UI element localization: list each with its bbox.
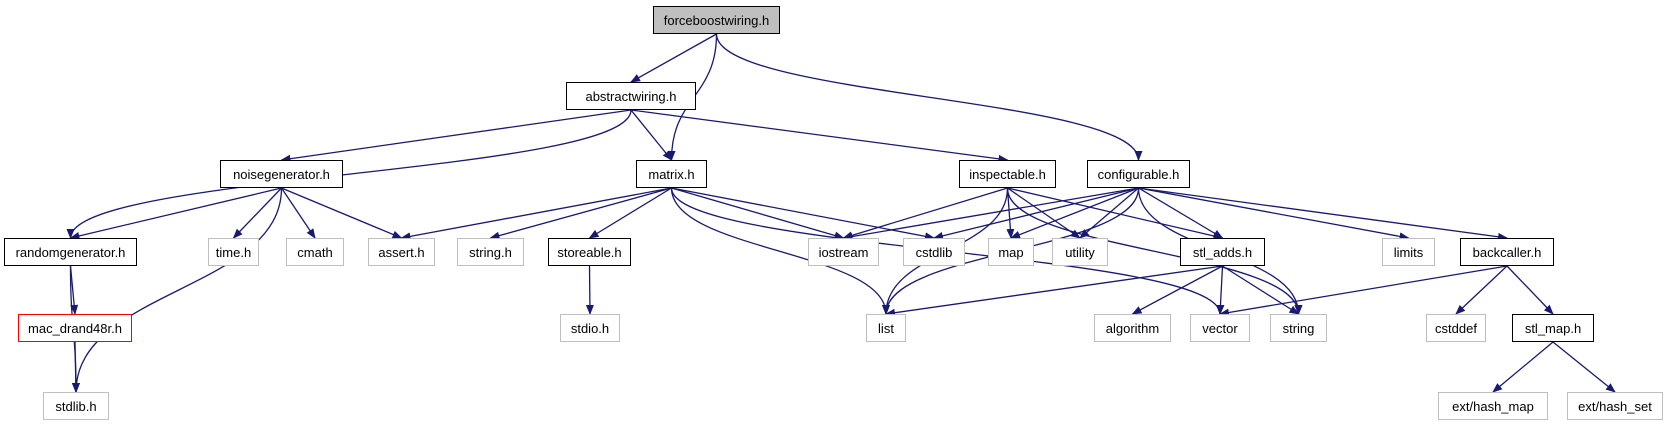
edge-noisegenerator-to-time: [232, 187, 282, 239]
node-matrix[interactable]: matrix.h: [636, 160, 707, 188]
node-configurable[interactable]: configurable.h: [1087, 160, 1190, 188]
node-stl-map[interactable]: stl_map.h: [1512, 314, 1594, 342]
node-stdlib: stdlib.h: [43, 392, 109, 420]
node-utility: utility: [1052, 238, 1108, 266]
node-cstddef: cstddef: [1426, 314, 1486, 342]
node-time: time.h: [208, 238, 259, 266]
edge-configurable-to-utility: [1079, 187, 1139, 239]
edge-configurable-to-map: [1010, 187, 1139, 239]
edge-stl-adds-to-algorithm: [1131, 265, 1223, 315]
node-limits: limits: [1382, 238, 1435, 266]
edge-randomgenerator-to-mac-drand48r: [69, 265, 79, 315]
edge-abstractwiring-to-matrix: [630, 109, 673, 161]
node-cmath: cmath: [286, 238, 344, 266]
edge-inspectable-to-map: [1006, 187, 1015, 239]
edge-matrix-to-string-h: [489, 187, 672, 240]
node-forceboostwiring[interactable]: forceboostwiring.h: [653, 6, 780, 34]
edge-abstractwiring-to-randomgenerator: [66, 109, 632, 239]
node-cstdlib: cstdlib: [903, 238, 965, 266]
node-list: list: [866, 314, 906, 342]
edge-inspectable-to-stl-adds: [1007, 187, 1224, 240]
edge-stl-map-to-ext-hash-map: [1492, 341, 1554, 393]
edge-stl-adds-to-vector: [1216, 265, 1225, 315]
edge-noisegenerator-to-randomgenerator: [69, 187, 282, 240]
edge-storeable-to-stdio: [585, 265, 594, 315]
node-stdio: stdio.h: [560, 314, 620, 342]
node-map: map: [988, 238, 1034, 266]
node-backcaller[interactable]: backcaller.h: [1460, 238, 1554, 266]
node-abstractwiring[interactable]: abstractwiring.h: [566, 82, 696, 110]
edge-noisegenerator-to-stdlib: [72, 187, 283, 393]
node-storeable[interactable]: storeable.h: [548, 238, 631, 266]
node-inspectable[interactable]: inspectable.h: [959, 160, 1056, 188]
edge-backcaller-to-vector: [1219, 265, 1508, 317]
edge-matrix-to-cstdlib: [671, 187, 935, 241]
edge-inspectable-to-string: [1006, 187, 1303, 315]
node-mac-drand48r: mac_drand48r.h: [18, 314, 132, 342]
node-ext-hash-set: ext/hash_set: [1567, 392, 1663, 420]
edge-matrix-to-list: [670, 187, 890, 315]
edge-configurable-to-stl-adds: [1138, 187, 1224, 239]
node-ext-hash-map: ext/hash_map: [1438, 392, 1548, 420]
node-iostream: iostream: [808, 238, 879, 266]
node-algorithm: algorithm: [1094, 314, 1171, 342]
node-randomgenerator[interactable]: randomgenerator.h: [4, 238, 137, 266]
edge-configurable-to-limits: [1138, 187, 1410, 241]
node-vector: vector: [1190, 314, 1250, 342]
edge-noisegenerator-to-cmath: [280, 187, 316, 239]
edges-layer: [66, 33, 1616, 393]
edge-matrix-to-iostream: [671, 187, 845, 240]
edge-configurable-to-backcaller: [1138, 187, 1508, 241]
edge-forceboostwiring-to-abstractwiring: [630, 33, 717, 83]
edge-noisegenerator-to-assert: [281, 187, 403, 239]
edge-backcaller-to-stl-map: [1506, 265, 1554, 315]
edge-backcaller-to-cstddef: [1455, 265, 1508, 315]
node-assert: assert.h: [368, 238, 435, 266]
edge-abstractwiring-to-inspectable: [630, 109, 1009, 163]
node-string-h: string.h: [457, 238, 524, 266]
edge-abstractwiring-to-noisegenerator: [280, 109, 632, 163]
edge-matrix-to-storeable: [588, 187, 672, 239]
edge-configurable-to-iostream: [842, 187, 1139, 241]
edge-stl-map-to-ext-hash-set: [1552, 341, 1616, 393]
node-noisegenerator[interactable]: noisegenerator.h: [220, 160, 343, 188]
edge-matrix-to-assert: [400, 187, 672, 241]
edge-forceboostwiring-to-configurable: [715, 33, 1143, 161]
edge-stl-adds-to-list: [885, 265, 1223, 317]
edge-inspectable-to-iostream: [842, 187, 1008, 240]
edge-configurable-to-cstdlib: [933, 187, 1139, 240]
node-stl-adds[interactable]: stl_adds.h: [1180, 238, 1265, 266]
edge-mac-drand48r-to-stdlib: [71, 341, 80, 393]
node-string: string: [1270, 314, 1327, 342]
edge-stl-adds-to-string: [1222, 265, 1300, 315]
